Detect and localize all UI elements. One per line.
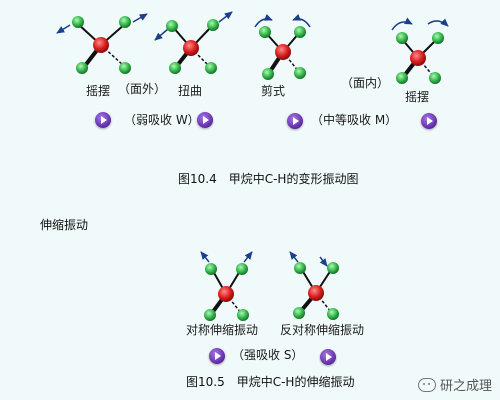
hydrogen-atom [259,26,271,38]
hydrogen-atom [327,262,339,274]
play-button-icon[interactable] [95,112,111,128]
carbon-atom [308,285,324,301]
hydrogen-atom [396,72,408,84]
figure-caption-10-4: 图10.4 甲烷中C-H的变形振动图 [178,172,359,186]
hydrogen-atom [72,16,84,28]
play-button-icon[interactable] [197,112,213,128]
molecule-twisting [154,11,233,74]
hydrogen-atom [169,62,181,74]
hydrogen-atom [262,68,274,80]
label-out-of-plane: （面外） [118,82,167,96]
label-symmetric-stretch: 对称伸缩振动 [186,323,259,337]
carbon-atom [93,37,109,53]
molecule-scissoring [254,13,311,80]
label-twisting: 扭曲 [178,84,203,98]
carbon-atom [410,50,426,66]
hydrogen-atom [236,263,248,275]
section-heading: 伸缩振动 [40,218,89,232]
hydrogen-atom [76,62,88,74]
hydrogen-atom [166,20,178,32]
motion-arrow [289,251,299,263]
bond-dashed [225,293,242,314]
label-medium-absorption: （中等吸收 M） [311,113,398,127]
label-strong-absorption: （强吸收 S） [232,348,304,362]
hydrogen-atom [119,16,131,28]
motion-arrow [292,13,311,28]
play-button-icon[interactable] [421,113,437,129]
hydrogen-atom [429,72,441,84]
motion-arrow [427,18,449,27]
motion-arrow [391,17,413,31]
watermark-text: 研之成理 [439,379,492,394]
play-button-icon[interactable] [287,113,303,129]
motion-arrow [254,13,273,28]
bond-dashed [190,47,210,67]
molecule-asymmetric-stretch [289,251,339,320]
hydrogen-atom [396,32,408,44]
hydrogen-atom [204,309,216,321]
play-button-icon[interactable] [320,349,336,365]
motion-arrow [218,11,233,23]
hydrogen-atom [205,263,217,275]
molecule-rocking [56,13,148,74]
hydrogen-atom [119,62,131,74]
bond-dashed [315,292,332,313]
play-button-icon[interactable] [209,348,225,364]
carbon-atom [275,44,291,60]
figure-caption-10-5: 图10.5 甲烷中C-H的伸缩振动 [186,375,355,389]
label-asymmetric-stretch: 反对称伸缩振动 [280,323,365,337]
carbon-atom [183,40,199,56]
hydrogen-atom [207,19,219,31]
hydrogen-atom [293,307,305,319]
label-in-plane: （面内） [341,76,390,90]
motion-arrow [56,24,71,34]
motion-arrow [154,28,169,41]
motion-arrow [243,251,253,263]
hydrogen-atom [205,62,217,74]
hydrogen-atom [237,309,249,321]
hydrogen-atom [294,26,306,38]
hydrogen-atom [432,32,444,44]
hydrogen-atom [294,67,306,79]
motion-arrow [319,256,328,267]
motion-arrow [200,251,210,263]
hydrogen-atom [294,262,306,274]
carbon-atom [218,286,234,302]
molecule-wagging [391,17,449,84]
label-wagging: 摇摆 [405,90,430,104]
label-rocking: 摇摆 [86,84,111,98]
watermark: 研之成理 [417,375,492,394]
molecule-symmetric-stretch [200,251,253,321]
label-scissoring: 剪式 [261,84,286,98]
hydrogen-atom [327,308,339,320]
motion-arrow [132,13,148,23]
label-weak-absorption: （弱吸收 W） [124,113,200,127]
wechat-icon [417,377,436,392]
